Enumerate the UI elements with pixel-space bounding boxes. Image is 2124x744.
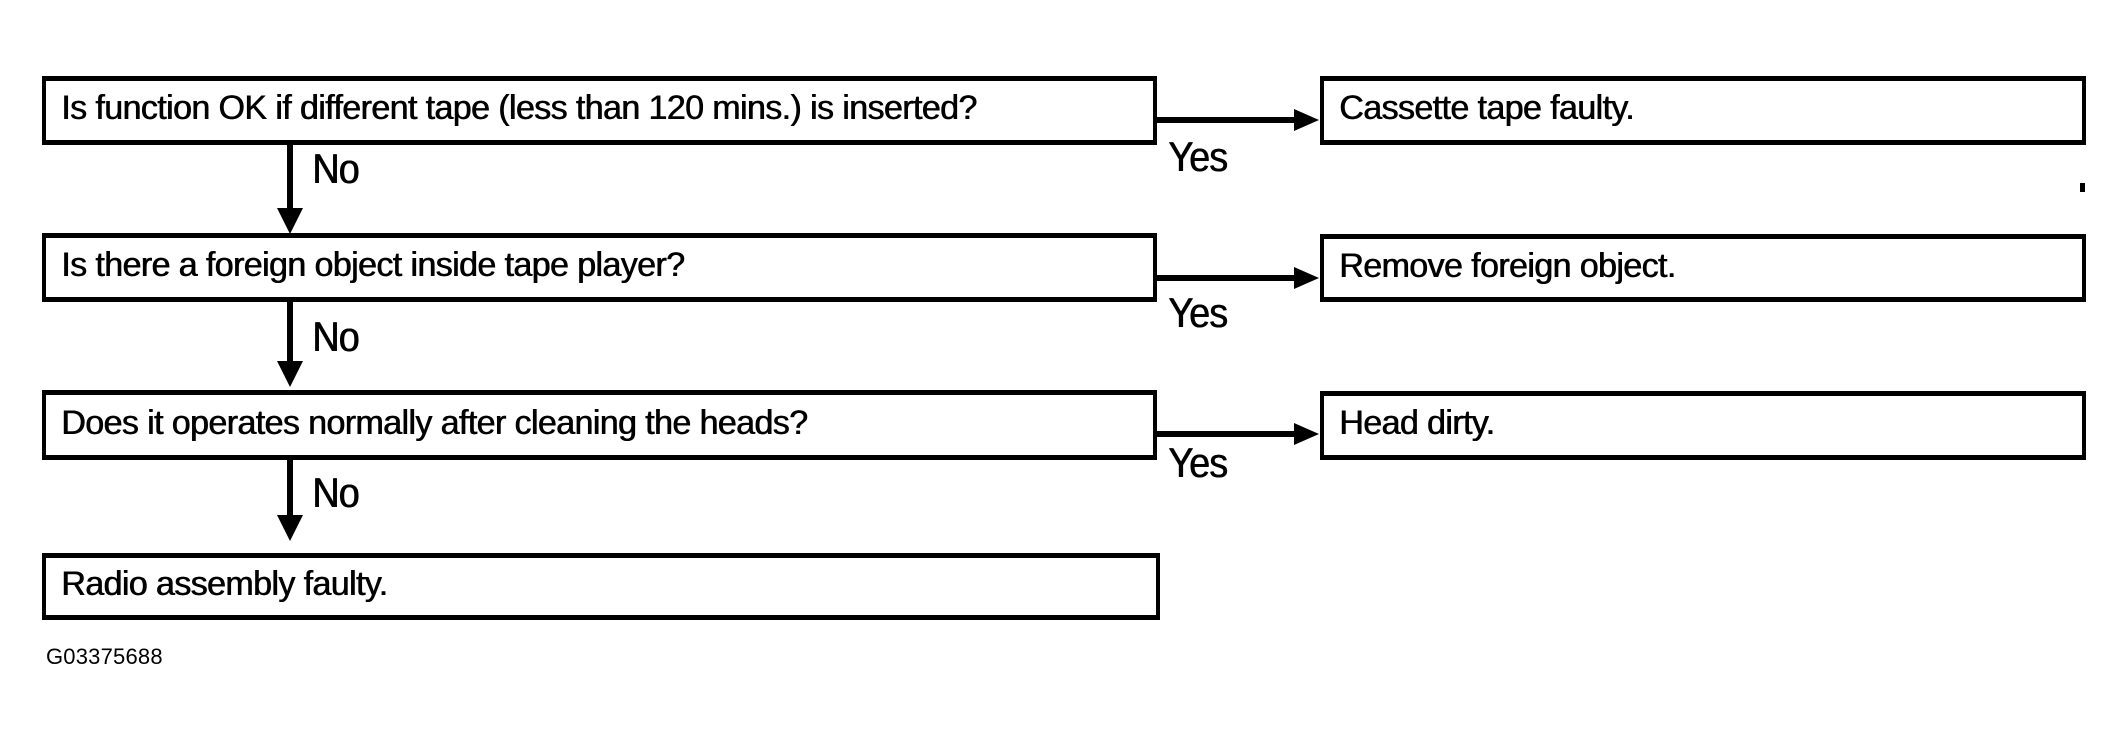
result-box-2: Remove foreign object.: [1320, 234, 2086, 302]
yes-arrow-line-3: [1157, 431, 1295, 437]
result-box-3: Head dirty.: [1320, 391, 2086, 460]
yes-label-3: Yes: [1168, 439, 1228, 486]
no-label-2: No: [312, 313, 359, 360]
yes-label-2: Yes: [1168, 289, 1228, 336]
scan-speck: [2080, 183, 2085, 192]
yes-arrow-head-icon-2: [1294, 267, 1319, 289]
no-label-1: No: [312, 145, 359, 192]
question-text-1: Is function OK if different tape (less t…: [61, 89, 977, 127]
final-result-text: Radio assembly faulty.: [61, 565, 388, 603]
yes-arrow-head-icon-1: [1294, 109, 1319, 131]
result-box-1: Cassette tape faulty.: [1320, 76, 2086, 145]
question-text-2: Is there a foreign object inside tape pl…: [61, 246, 685, 284]
final-result-box: Radio assembly faulty.: [42, 553, 1160, 620]
question-text-3: Does it operates normally after cleaning…: [61, 403, 808, 442]
question-box-2: Is there a foreign object inside tape pl…: [42, 233, 1157, 302]
yes-label-1: Yes: [1168, 133, 1228, 180]
result-text-3: Head dirty.: [1339, 404, 1495, 442]
no-arrow-line-1: [287, 145, 293, 211]
no-label-3: No: [312, 469, 359, 516]
question-box-3: Does it operates normally after cleaning…: [42, 390, 1157, 460]
yes-arrow-line-1: [1157, 117, 1295, 123]
no-arrow-head-icon-1: [277, 208, 303, 234]
yes-arrow-line-2: [1157, 275, 1295, 281]
no-arrow-line-3: [287, 460, 293, 518]
question-box-1: Is function OK if different tape (less t…: [42, 76, 1157, 145]
result-text-1: Cassette tape faulty.: [1339, 89, 1634, 127]
yes-arrow-head-icon-3: [1294, 423, 1319, 445]
no-arrow-head-icon-3: [277, 515, 303, 541]
no-arrow-head-icon-2: [277, 361, 303, 387]
result-text-2: Remove foreign object.: [1339, 246, 1676, 285]
figure-id-label: G03375688: [46, 644, 163, 669]
no-arrow-line-2: [287, 302, 293, 364]
